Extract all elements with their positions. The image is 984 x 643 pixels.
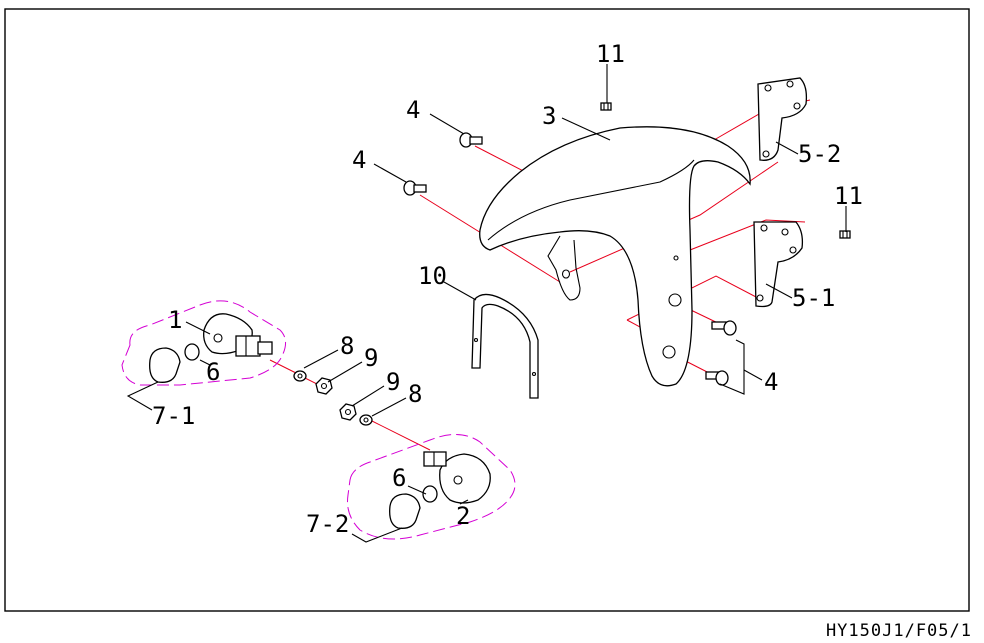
callout-10: 10 [418,262,447,290]
callout-4-lower: 4 [764,368,778,396]
leader-lines [126,64,847,543]
right-washer [359,414,373,426]
callout-2: 2 [456,502,470,530]
callout-8-upper: 8 [340,332,354,360]
callout-11-right: 11 [834,182,863,210]
bracket-5-1 [753,221,804,308]
drawing-code: HY150J1/F05/1 [825,621,972,641]
left-lamp-group-outline [121,300,286,386]
callout-9-upper: 9 [364,344,378,372]
screw-right-upper [711,320,737,336]
clip-upper [600,102,612,111]
callout-5-1: 5-1 [792,284,835,312]
left-bulb [184,343,200,361]
fender-stay [471,293,539,399]
callout-8-lower: 8 [408,380,422,408]
callout-7-1: 7-1 [152,402,195,430]
callout-7-2: 7-2 [306,510,349,538]
front-fender [479,126,751,387]
callout-6-left: 6 [206,358,220,386]
bracket-5-2 [757,77,808,161]
callout-3: 3 [542,102,556,130]
right-lens [389,493,421,529]
clip-right [839,230,851,239]
left-washer [293,370,307,382]
left-nut [315,377,333,395]
right-lamp-group-outline [347,434,516,540]
right-bulb [422,485,438,503]
callout-4-upper: 4 [406,96,420,124]
callout-11-upper: 11 [596,40,625,68]
screw-mid-left [403,180,427,196]
callout-5-2: 5-2 [798,140,841,168]
callout-1: 1 [168,306,182,334]
callout-6-right: 6 [392,464,406,492]
right-nut [339,403,357,421]
callout-4-middle: 4 [352,146,366,174]
left-lens [149,347,181,383]
right-turn-signal [423,451,491,504]
screw-right-lower [705,370,729,386]
callouts: 11 3 4 4 5-2 11 5-1 10 4 1 6 7-1 8 9 9 8… [152,40,863,538]
screw-upper-left [459,132,483,148]
left-turn-signal [203,313,273,357]
callout-9-lower: 9 [386,368,400,396]
diagram-frame [4,8,970,612]
